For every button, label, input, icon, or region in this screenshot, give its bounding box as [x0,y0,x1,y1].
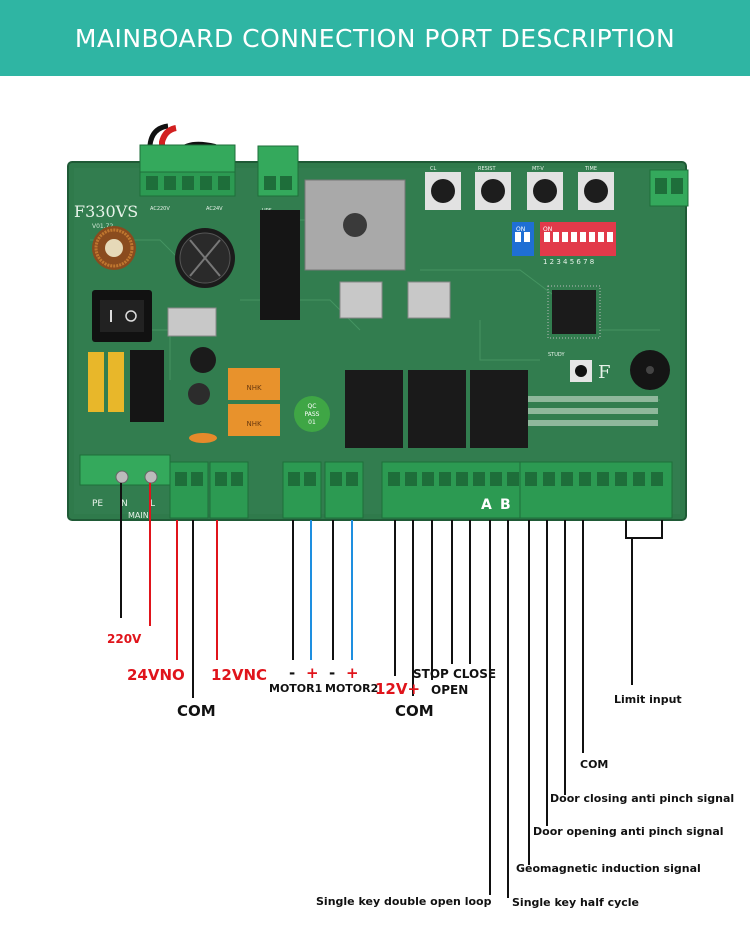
label-com-2: COM [395,702,434,720]
label-12vnc: 12VNC [211,666,268,684]
label-door-opening: Door opening anti pinch signal [533,825,724,838]
inductor-coil [92,226,136,270]
yellow-capacitors [88,350,164,422]
label-single-double: Single key double open loop [316,895,492,908]
ac-input-terminal [139,169,236,197]
n-label: N [121,499,128,509]
label-door-closing: Door closing anti pinch signal [550,792,735,805]
board-model: F330VS [74,202,138,221]
label-com-1: COM [177,702,216,720]
wires [120,483,663,898]
board-logo: F [598,362,611,383]
svg-text:01: 01 [308,419,316,426]
label-12v-plus: 12V+ [375,680,421,698]
terminal-a-label: A [481,497,492,513]
ac24-label: AC24V [206,206,223,212]
label-stop: STOP [413,667,449,681]
right-top-terminal [649,169,689,207]
microcontroller-chip [547,285,601,339]
ac220-label: AC220V [150,206,170,212]
pot-label-time: TIME [584,166,597,172]
resistor-row [528,396,658,426]
dip-switch-8 [540,222,616,256]
svg-text:QC: QC [308,403,317,410]
label-motor1: MOTOR1 [269,682,323,695]
label-close: CLOSE [453,667,497,681]
ups-terminal [257,145,299,197]
board-version: V01.72 [92,223,113,230]
qc-pass-sticker: QC PASS 01 [294,396,330,432]
black-relays [345,370,528,448]
l-label: L [150,499,155,509]
power-switch [92,290,152,342]
label-220v: 220V [107,632,142,646]
relay-brand-1: NHK [246,384,262,392]
heatsinks [167,281,451,337]
main-power-terminal [79,454,171,486]
svg-text:PASS: PASS [305,411,320,418]
pot-label-cl: CL [430,166,436,172]
label-com-3: COM [580,758,609,771]
ac-top-cap [139,144,236,173]
pe-label: PE [92,499,103,509]
dip2-on: ON [543,226,552,233]
page-title: MAINBOARD CONNECTION PORT DESCRIPTION [74,23,676,53]
orange-relays: NHK NHK [228,368,280,436]
title-banner: MAINBOARD CONNECTION PORT DESCRIPTION [0,0,750,76]
potentiometers [425,172,614,210]
dip-switch-small [512,222,534,256]
pot-label-resist: RESIST [478,166,496,172]
black-relay [260,210,300,320]
terminal-screws [175,472,663,486]
label-motor1-minus: - [289,664,296,682]
label-motor2: MOTOR2 [325,682,379,695]
electrolytic-capacitor [175,228,235,288]
dip2-numbers: 1 2 3 4 5 6 7 8 [543,258,594,266]
small-capacitor [190,347,216,373]
study-label: STUDY [548,352,565,358]
label-24vno: 24VNO [127,666,185,684]
label-motor2-minus: - [329,664,336,682]
label-single-half: Single key half cycle [512,896,640,909]
relay-brand-2: NHK [246,420,262,428]
label-geomagnetic: Geomagnetic induction signal [516,862,701,875]
dip1-on: ON [516,226,525,233]
label-limit-input: Limit input [614,693,682,706]
main-label: MAIN [128,511,149,520]
label-motor2-plus: + [346,664,359,682]
label-open: OPEN [431,683,469,697]
label-motor1-plus: + [306,664,319,682]
terminal-b-label: B [500,497,511,513]
output-terminals [169,461,673,519]
pot-label-mtv: MT-V [532,166,544,172]
